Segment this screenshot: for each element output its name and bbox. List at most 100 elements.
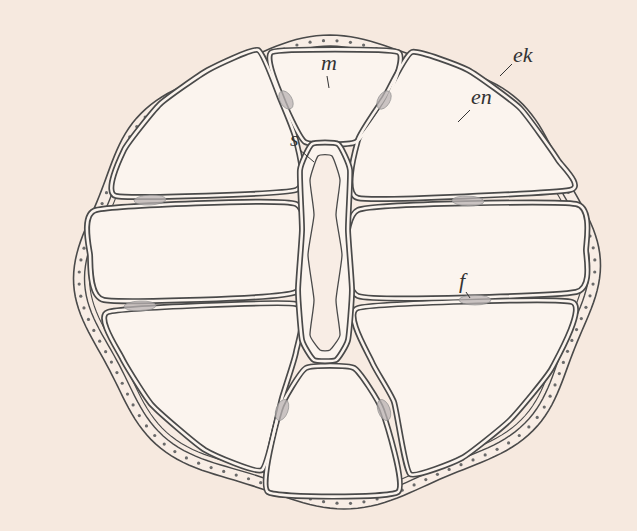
- chamber: [111, 50, 302, 197]
- leader-line: [466, 292, 470, 298]
- cell-dot: [222, 470, 225, 473]
- cell-dot: [126, 392, 129, 395]
- cell-dot: [322, 500, 325, 503]
- muscle-band: [375, 398, 394, 423]
- cell-dot: [413, 483, 416, 486]
- cell-dot: [335, 39, 338, 42]
- cell-dot: [558, 372, 561, 375]
- cell-dot: [78, 270, 81, 273]
- part-label: m: [320, 52, 338, 74]
- leader-line: [300, 150, 314, 162]
- cell-dot: [484, 453, 487, 456]
- muscle-band: [124, 300, 156, 311]
- cell-dot: [173, 450, 176, 453]
- cell-dot: [295, 43, 298, 46]
- cell-dot: [92, 329, 95, 332]
- cell-dot: [138, 414, 141, 417]
- cell-dot: [104, 350, 107, 353]
- chamber: [350, 52, 575, 199]
- cell-dot: [518, 434, 521, 437]
- cell-dot: [115, 371, 118, 374]
- chamber: [87, 202, 307, 301]
- cell-dot: [322, 39, 325, 42]
- muscle-bands: [124, 88, 491, 422]
- chamber-lining: [87, 202, 307, 301]
- cell-dot: [543, 405, 546, 408]
- muscle-band: [452, 195, 484, 206]
- cell-dot: [575, 328, 578, 331]
- cell-dot: [79, 295, 82, 298]
- cell-dot: [570, 339, 573, 342]
- cell-dot: [335, 502, 338, 505]
- muscle-band: [273, 398, 292, 423]
- leader-line: [327, 76, 329, 88]
- cell-dot: [591, 282, 594, 285]
- stomodeum: [298, 143, 352, 362]
- part-label: s: [289, 128, 300, 150]
- cell-dot: [459, 463, 462, 466]
- chamber-lining: [353, 300, 576, 474]
- cell-dot: [82, 306, 85, 309]
- cell-dot: [349, 41, 352, 44]
- cell-dot: [549, 395, 552, 398]
- cell-dot: [592, 246, 595, 249]
- cell-dot: [527, 425, 530, 428]
- cell-dot: [495, 448, 498, 451]
- cell-dot: [349, 502, 352, 505]
- cell-dot: [121, 382, 124, 385]
- muscle-band: [459, 295, 491, 305]
- cell-dot: [131, 403, 134, 406]
- cell-dot: [197, 462, 200, 465]
- cell-dot: [210, 466, 213, 469]
- cell-dot: [110, 360, 113, 363]
- cell-dot: [259, 481, 262, 484]
- cell-dot: [536, 416, 539, 419]
- cell-dot: [584, 306, 587, 309]
- cell-dot: [593, 270, 596, 273]
- cell-dot: [566, 350, 569, 353]
- muscle-band: [134, 194, 166, 206]
- cell-dot: [553, 383, 556, 386]
- chamber-lining: [266, 366, 400, 497]
- part-label: en: [470, 86, 493, 108]
- ectoderm-cells: [78, 39, 597, 505]
- muscle-band: [276, 88, 296, 111]
- stomodeum-lining: [298, 143, 352, 362]
- cell-dot: [562, 361, 565, 364]
- cell-dot: [153, 434, 156, 437]
- chamber-lining: [269, 49, 400, 144]
- leader-lines: [300, 64, 512, 298]
- ectoderm-outer: [74, 35, 601, 509]
- cell-dot: [362, 500, 365, 503]
- chamber-lining: [111, 50, 302, 197]
- cell-dot: [247, 477, 250, 480]
- part-label: ek: [512, 44, 534, 66]
- mesenteries: [87, 49, 588, 496]
- leader-line: [458, 110, 470, 122]
- cell-dot: [87, 318, 90, 321]
- cell-dot: [79, 258, 82, 261]
- cell-dot: [362, 43, 365, 46]
- cell-dot: [163, 443, 166, 446]
- cell-dot: [98, 340, 101, 343]
- chamber-lining: [104, 303, 302, 470]
- cell-dot: [101, 202, 104, 205]
- muscle-band: [374, 88, 394, 111]
- cell-dot: [593, 258, 596, 261]
- cell-dot: [448, 468, 451, 471]
- cell-dot: [78, 283, 81, 286]
- cell-dot: [507, 441, 510, 444]
- chamber-lining: [346, 203, 588, 299]
- chamber: [346, 203, 588, 299]
- cell-dot: [82, 247, 85, 250]
- leader-line: [500, 64, 512, 76]
- chamber-lining: [350, 52, 575, 199]
- chamber: [353, 300, 576, 474]
- cell-dot: [580, 317, 583, 320]
- cell-dot: [588, 294, 591, 297]
- cell-dot: [471, 458, 474, 461]
- cell-dot: [308, 41, 311, 44]
- cell-dot: [105, 191, 108, 194]
